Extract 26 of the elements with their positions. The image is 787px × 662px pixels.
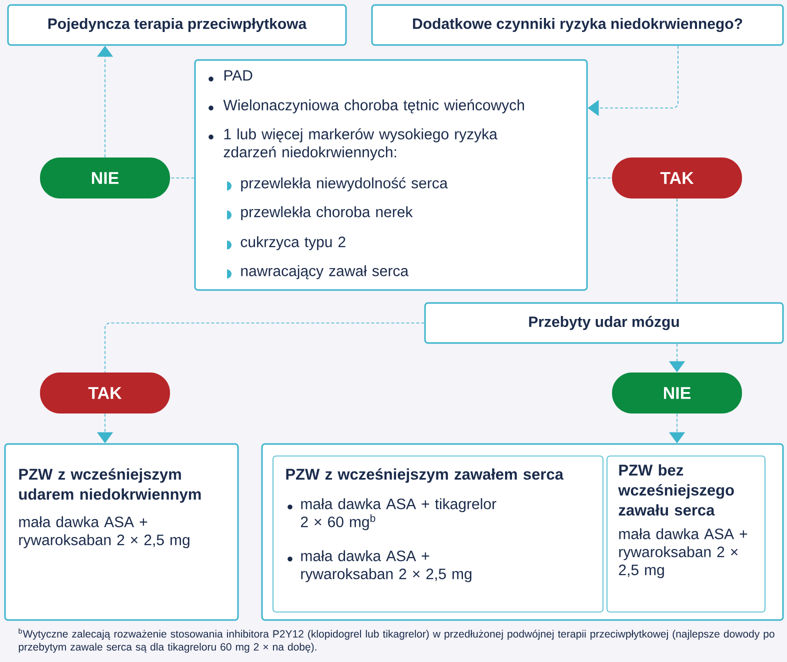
list-item: mała dawka ASA + rywaroksaban 2 × 2,5 mg (288, 550, 472, 582)
list-item: nawracający zawał serca (227, 265, 409, 280)
list-item: mała dawka ASA + tikagrelor 2 × 60 mg$^{b}$ (288, 498, 496, 530)
list-item: PAD (208, 70, 252, 82)
recommendation-box (4, 443, 239, 621)
question-box: Przebyty udar mózgu (424, 302, 784, 344)
box-text: mała dawka ASA + rywaroksaban 2 × 2,5 mg (19, 516, 190, 548)
box-text: mała dawka ASA + rywaroksaban 2 × 2,5 mg (618, 528, 748, 578)
box-heading: PZW z wcześniejszym zawałem serca (286, 468, 564, 483)
box-heading: PZW bez wcześniejszego zawału serca (618, 464, 734, 516)
answer-pill: NIE (612, 372, 742, 414)
recommendation-box (606, 456, 766, 612)
question-box: Dodatkowe czynniki ryzyka niedokrwiennego? (371, 4, 784, 46)
footnote: $^{b}$Wytyczne zalecają rozważenie stosowania inhibitora P2Y12 (klopidogrel lub tikagrelor) w przedłużonej podwójnej terapii przeciwpłytkowej (najlepsze dowody po przebytym zawale serca są dla tikagreloru 60 mg 2 × na dobę). (18, 628, 774, 653)
answer-pill: NIE (40, 158, 170, 198)
recommendation-box (272, 456, 604, 612)
list-item: przewlekła choroba nerek (227, 206, 413, 220)
answer-pill: TAK (40, 372, 170, 414)
answer-pill: TAK (612, 158, 742, 198)
box-heading: PZW z wcześniejszym udarem niedokrwiennym (19, 468, 201, 503)
info-box (194, 59, 588, 291)
list-item: cukrzyca typu 2 (227, 236, 346, 250)
list-item: 1 lub więcej markerów wysokiego ryzyka zdarzeń niedokrwiennych: (208, 128, 498, 160)
list-item: Wielonaczyniowa choroba tętnic wieńcowych (208, 99, 524, 114)
list-item: przewlekła niewydolność serca (227, 177, 448, 192)
question-box: Pojedyncza terapia przeciwpłytkowa (7, 4, 347, 46)
